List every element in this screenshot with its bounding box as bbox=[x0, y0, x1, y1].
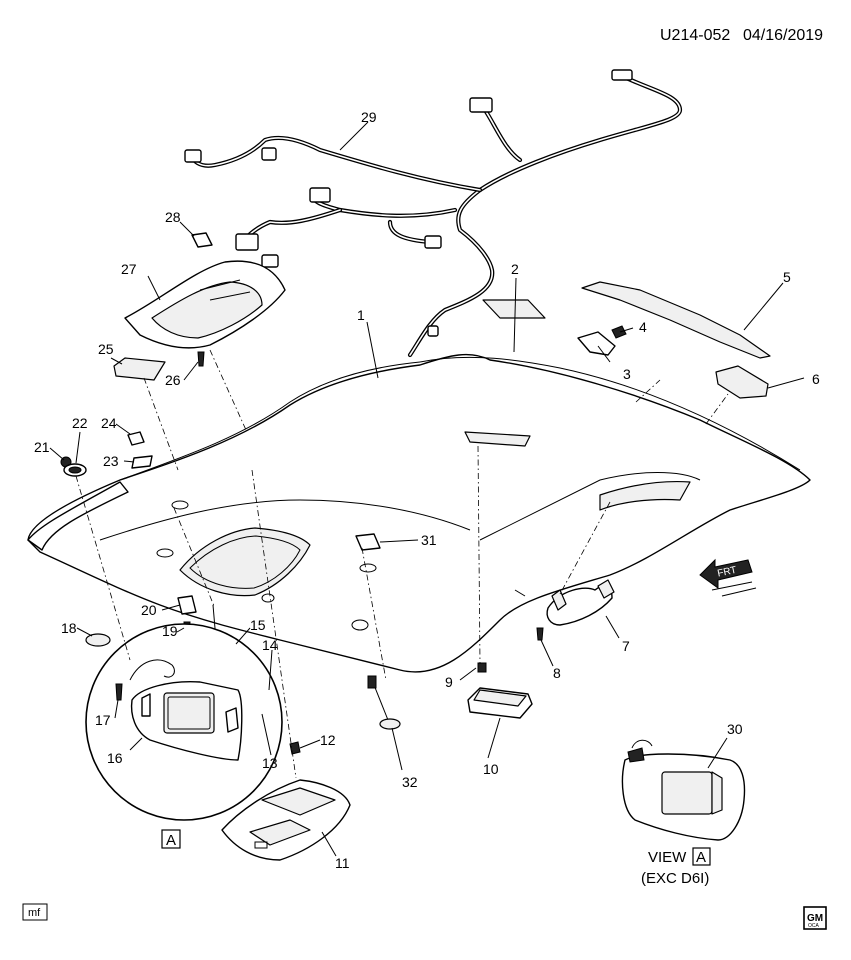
callout-17: 17 bbox=[95, 712, 111, 728]
clip-part-28 bbox=[191, 232, 213, 248]
callout-16: 16 bbox=[107, 750, 123, 766]
grab-handle-part-7 bbox=[546, 579, 615, 626]
callout-23: 23 bbox=[103, 453, 119, 469]
callout-21: 21 bbox=[34, 439, 50, 455]
callout-13: 13 bbox=[262, 755, 278, 771]
callout-15: 15 bbox=[250, 617, 266, 633]
callout-9: 9 bbox=[445, 674, 453, 690]
pad-part-2 bbox=[482, 299, 546, 319]
svg-text:OCA: OCA bbox=[808, 923, 820, 929]
callout-19: 19 bbox=[162, 623, 178, 639]
callout-2: 2 bbox=[511, 261, 519, 277]
callout-10: 10 bbox=[483, 761, 499, 777]
leader-lines bbox=[49, 121, 805, 857]
view-caption-note: (EXC D6I) bbox=[641, 870, 709, 887]
callout-1: 1 bbox=[357, 307, 365, 323]
view-a-detail bbox=[85, 623, 283, 821]
callout-7: 7 bbox=[622, 638, 630, 654]
callout-18: 18 bbox=[61, 620, 77, 636]
diagram-code: U214-052 bbox=[660, 27, 730, 44]
fastener-part-12 bbox=[289, 741, 301, 755]
callouts: 1 2 3 4 5 6 7 8 9 10 11 12 13 14 15 16 1… bbox=[34, 109, 820, 871]
callout-29: 29 bbox=[361, 109, 377, 125]
callout-20: 20 bbox=[141, 602, 157, 618]
front-arrow: FRT bbox=[699, 558, 757, 597]
callout-32: 32 bbox=[402, 774, 418, 790]
screw-part-8 bbox=[536, 627, 544, 641]
callout-8: 8 bbox=[553, 665, 561, 681]
view-caption-letter: A bbox=[696, 849, 706, 866]
dome-lamp-part-10 bbox=[467, 687, 533, 719]
trim-part-5 bbox=[581, 281, 771, 359]
mf-label: mf bbox=[28, 907, 41, 919]
block-part-6 bbox=[715, 365, 769, 399]
callout-27: 27 bbox=[121, 261, 137, 277]
callout-3: 3 bbox=[623, 366, 631, 382]
callout-25: 25 bbox=[98, 341, 114, 357]
clip-part-31 bbox=[355, 533, 381, 551]
clip-part-24 bbox=[127, 431, 145, 446]
screw-part-26 bbox=[197, 351, 205, 367]
clip-part-23 bbox=[131, 455, 153, 469]
view-caption-box bbox=[692, 847, 711, 866]
callout-12: 12 bbox=[320, 732, 336, 748]
mf-box bbox=[22, 903, 48, 921]
callout-28: 28 bbox=[165, 209, 181, 225]
view-label: VIEW bbox=[648, 849, 687, 866]
view-a-box bbox=[161, 829, 181, 849]
callout-30: 30 bbox=[727, 721, 743, 737]
callout-22: 22 bbox=[72, 415, 88, 431]
callout-26: 26 bbox=[165, 372, 181, 388]
view-a-letter: A bbox=[166, 832, 176, 849]
wiring-harness bbox=[184, 69, 683, 358]
callout-31: 31 bbox=[421, 532, 437, 548]
console-frame-part-27 bbox=[124, 260, 286, 349]
cap-part-18 bbox=[85, 633, 111, 647]
callout-14: 14 bbox=[262, 637, 278, 653]
pad-part-25 bbox=[113, 357, 166, 381]
headliner bbox=[27, 353, 811, 673]
clip-part-3 bbox=[577, 331, 616, 356]
callout-6: 6 bbox=[812, 371, 820, 387]
fastener-part-4 bbox=[611, 325, 627, 339]
clip-part-20 bbox=[177, 595, 197, 615]
callout-11: 11 bbox=[335, 855, 350, 871]
callout-24: 24 bbox=[101, 415, 117, 431]
sunvisor-part-30 bbox=[621, 739, 746, 841]
front-arrow-label: FRT bbox=[716, 565, 737, 580]
diagram-date: 04/16/2019 bbox=[743, 27, 823, 44]
gm-logo: GM OCA bbox=[803, 906, 827, 930]
clip-part-9 bbox=[477, 662, 487, 673]
callout-5: 5 bbox=[783, 269, 791, 285]
svg-text:GM: GM bbox=[807, 913, 823, 924]
overhead-console-part-11 bbox=[221, 779, 351, 861]
callout-4: 4 bbox=[639, 319, 647, 335]
